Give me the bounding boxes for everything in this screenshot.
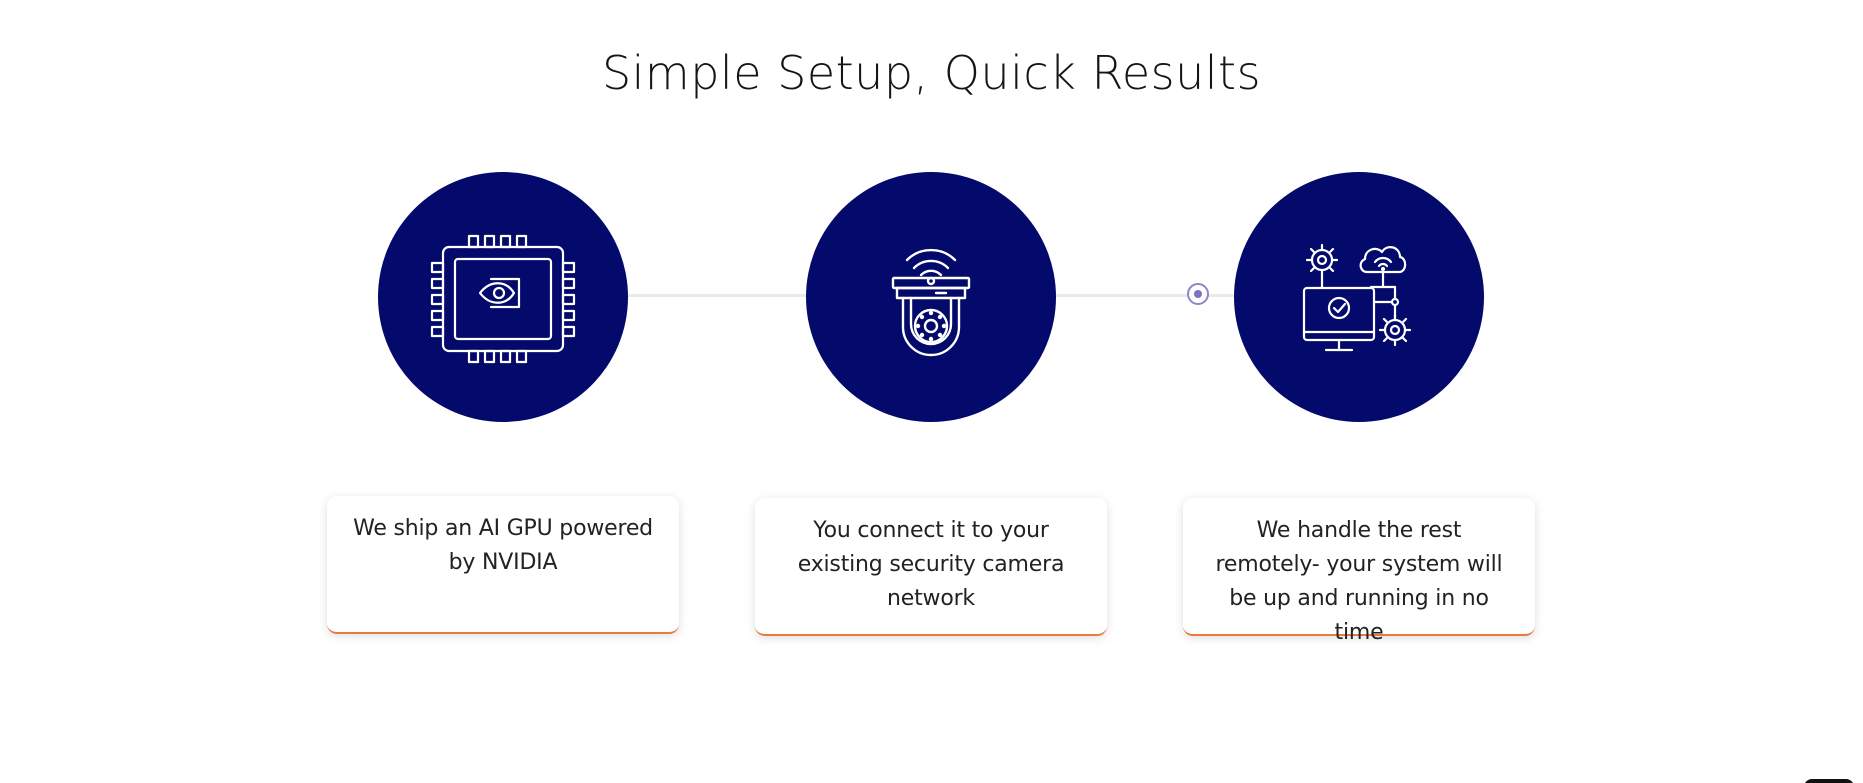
step-2-text: You connect it to your existing security… bbox=[797, 518, 1065, 611]
step-connector-1 bbox=[627, 294, 807, 297]
security-camera-icon bbox=[891, 248, 971, 357]
step-1-card: We ship an AI GPU powered by NVIDIA bbox=[327, 496, 679, 634]
section-title: Simple Setup, Quick Results bbox=[601, 46, 1262, 100]
step-3-card: We handle the rest remotely- your system… bbox=[1183, 498, 1535, 645]
step-3-circle bbox=[1234, 172, 1484, 422]
corner-widget-tab[interactable] bbox=[1804, 779, 1854, 783]
step-3-text: We handle the rest remotely- your system… bbox=[1215, 518, 1503, 645]
step-1-text: We ship an AI GPU powered by NVIDIA bbox=[353, 516, 653, 575]
step-2-circle bbox=[806, 172, 1056, 422]
step-connector-2 bbox=[1055, 294, 1235, 297]
remote-setup-icon bbox=[1302, 243, 1412, 352]
progress-indicator-dot bbox=[1187, 283, 1209, 305]
step-1-circle bbox=[378, 172, 628, 422]
step-2-card: You connect it to your existing security… bbox=[755, 498, 1107, 636]
gpu-chip-icon bbox=[430, 234, 576, 364]
